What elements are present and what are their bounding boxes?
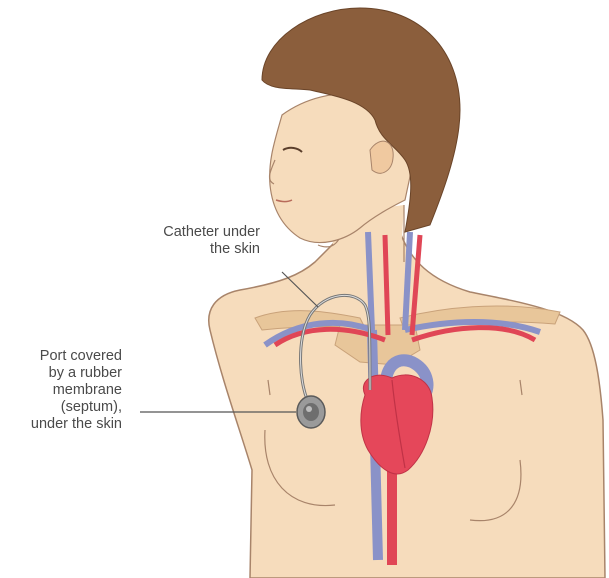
port-label-line-1: Port covered [0,348,122,365]
port-label-line-3: membrane [0,382,122,399]
ear [370,141,393,173]
catheter-label-line-2: the skin [110,241,260,258]
catheter-label-line-1: Catheter under [110,224,260,241]
port-label-line-4: (septum), [0,399,122,416]
carotid-artery [385,235,388,335]
port-label-line-2: by a rubber [0,365,122,382]
port-label: Port covered by a rubber membrane (septu… [0,348,122,433]
port [297,396,325,428]
catheter-label: Catheter under the skin [110,224,260,258]
port-label-line-5: under the skin [0,416,122,433]
